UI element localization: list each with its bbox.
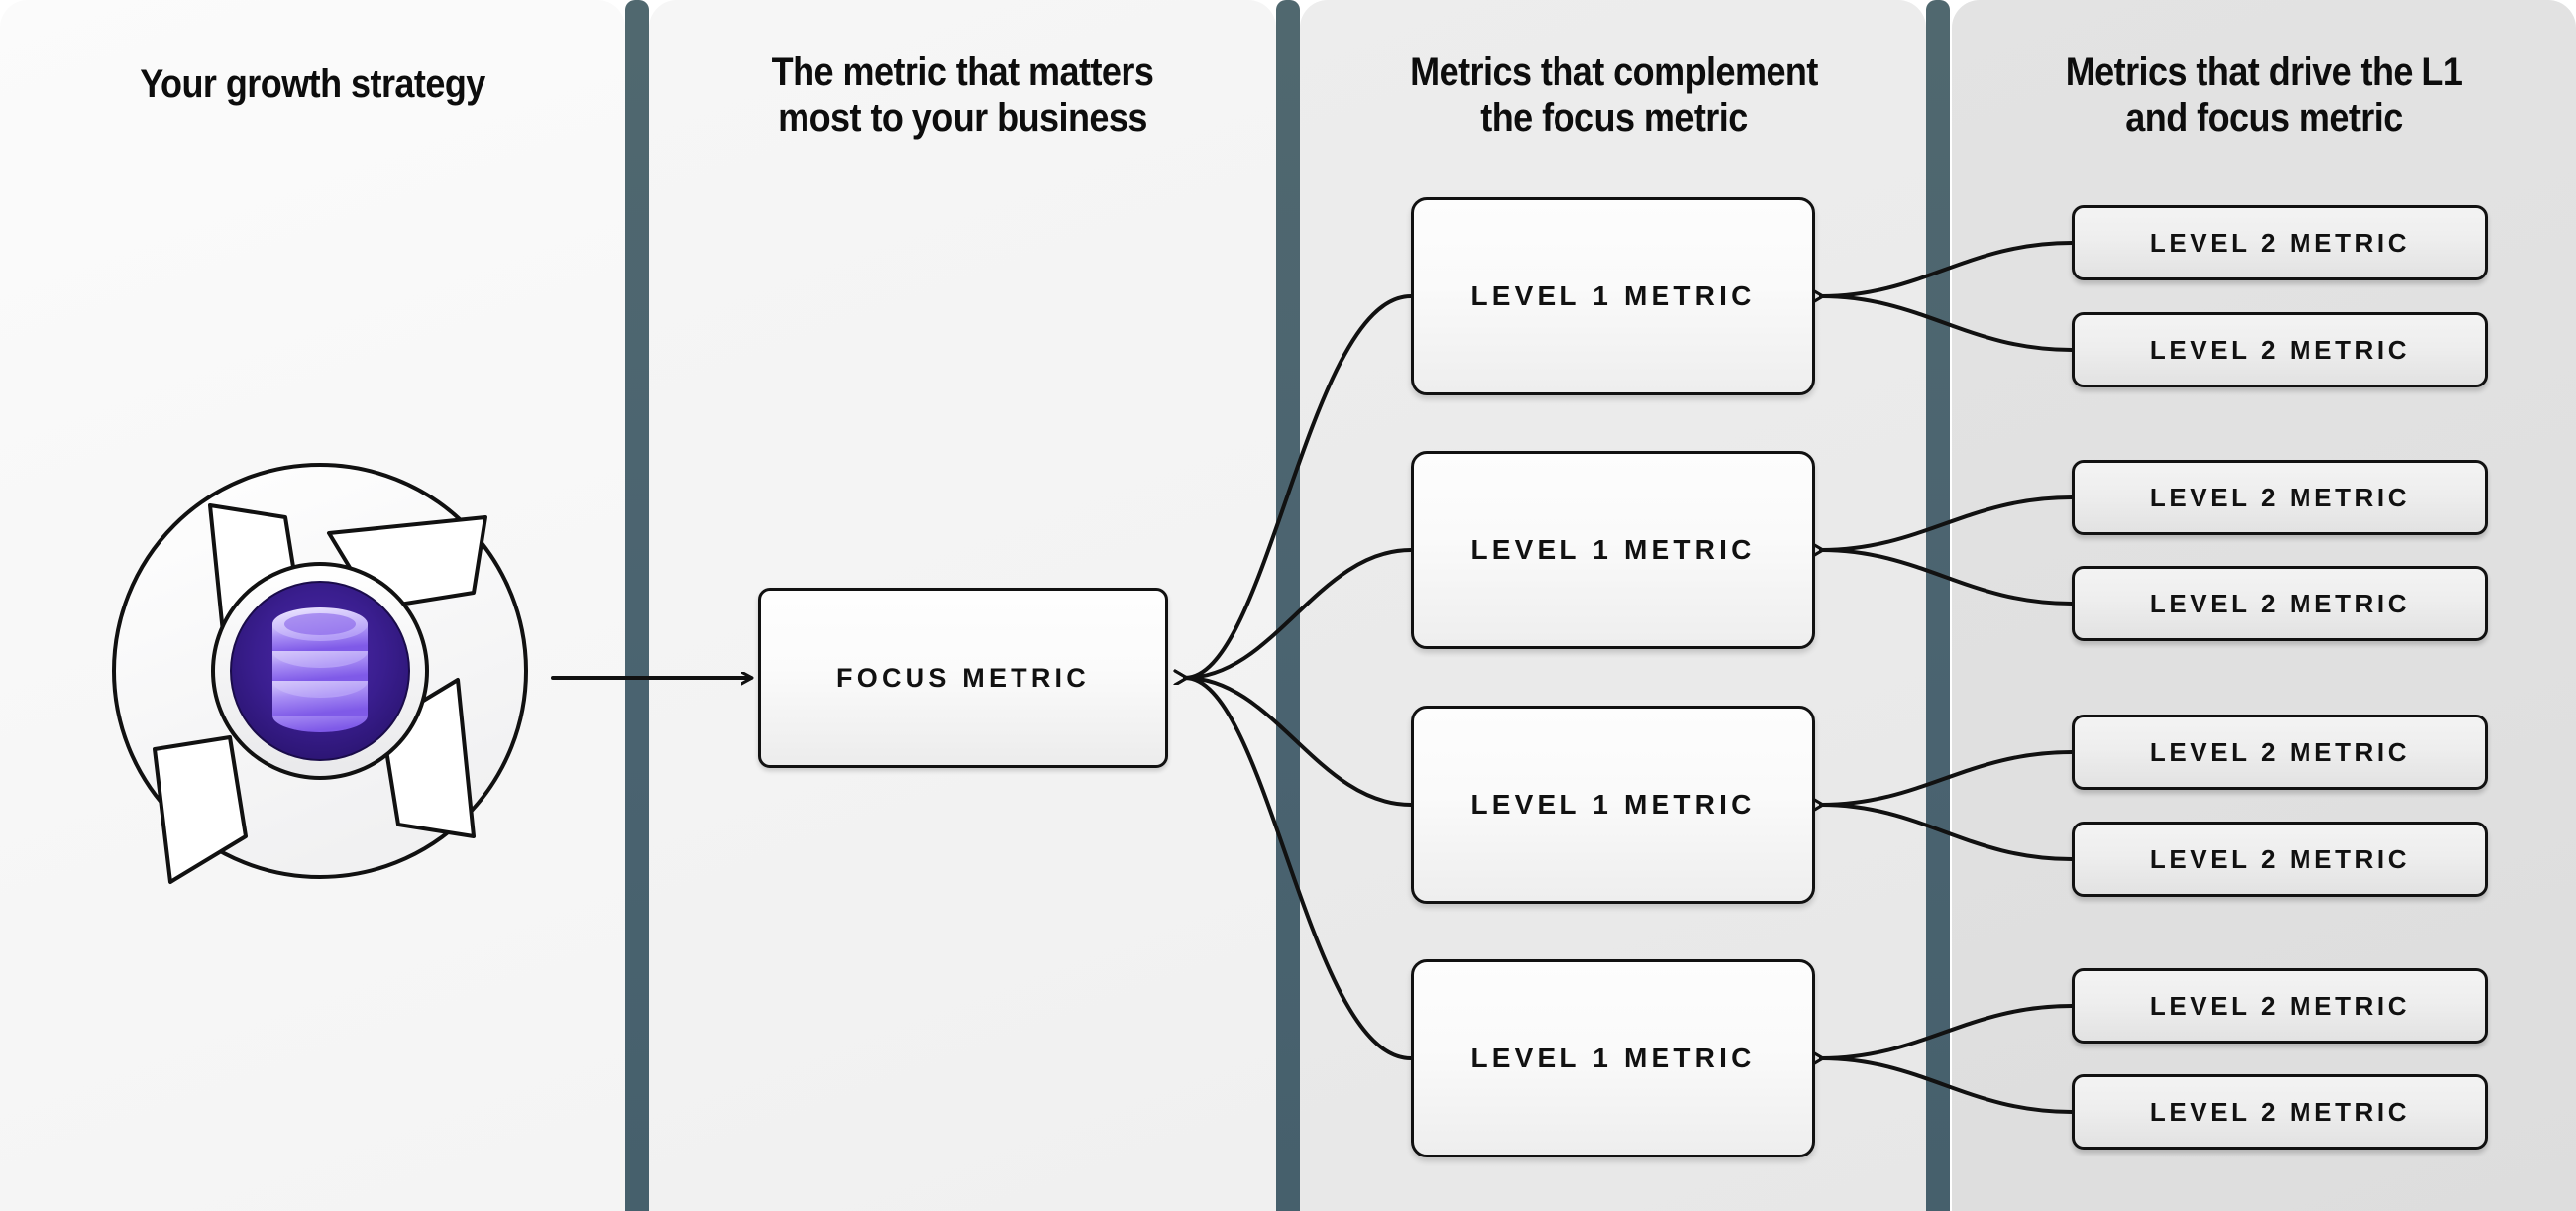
level1-metric-node-2[interactable]: LEVEL 1 METRIC: [1411, 451, 1815, 649]
level2-metric-node-4[interactable]: LEVEL 2 METRIC: [2072, 566, 2488, 641]
level2-metric-node-1[interactable]: LEVEL 2 METRIC: [2072, 205, 2488, 280]
column-divider-1: [625, 0, 649, 1211]
level2-metric-node-6[interactable]: LEVEL 2 METRIC: [2072, 822, 2488, 897]
level1-metric-node-1[interactable]: LEVEL 1 METRIC: [1411, 197, 1815, 395]
level1-metric-node-3[interactable]: LEVEL 1 METRIC: [1411, 706, 1815, 904]
column-heading-level1: Metrics that complement the focus metric: [1410, 51, 1818, 141]
column-divider-3: [1926, 0, 1950, 1211]
column-heading-focus: The metric that matters most to your bus…: [771, 51, 1154, 141]
level2-metric-node-3[interactable]: LEVEL 2 METRIC: [2072, 460, 2488, 535]
column-heading-strategy: Your growth strategy: [140, 62, 485, 106]
level2-metric-node-8[interactable]: LEVEL 2 METRIC: [2072, 1074, 2488, 1150]
growth-strategy-aperture-emblem: [87, 438, 553, 904]
database-icon: [272, 607, 368, 732]
level2-metric-node-5[interactable]: LEVEL 2 METRIC: [2072, 715, 2488, 790]
level2-metric-node-2[interactable]: LEVEL 2 METRIC: [2072, 312, 2488, 387]
column-divider-2: [1276, 0, 1300, 1211]
column-heading-level2: Metrics that drive the L1 and focus metr…: [2065, 51, 2463, 141]
focus-metric-node[interactable]: FOCUS METRIC: [758, 588, 1168, 768]
level1-metric-node-4[interactable]: LEVEL 1 METRIC: [1411, 959, 1815, 1157]
level2-metric-node-7[interactable]: LEVEL 2 METRIC: [2072, 968, 2488, 1044]
